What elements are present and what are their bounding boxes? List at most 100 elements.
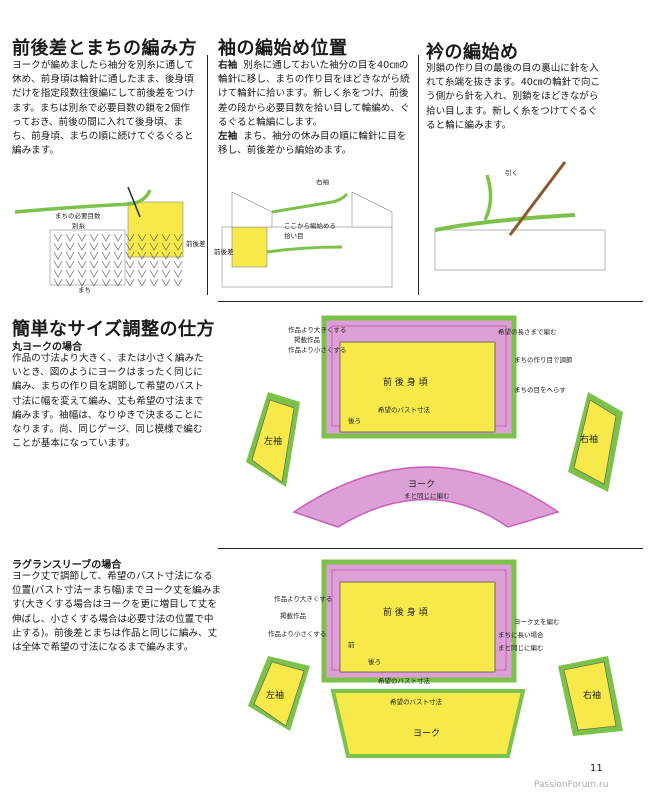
gusset-text: ヨークが編めましたら袖分を別糸に通して休め、前身頃は輪針に通したまま、後身頃だけ… <box>12 60 194 157</box>
knit-stitch <box>89 251 99 260</box>
knit-stitch <box>77 260 87 269</box>
knit-stitch <box>101 251 111 260</box>
watermark: PassionForum.ru <box>534 780 609 790</box>
knit-stitch <box>101 269 111 278</box>
raglan-head: ラグランスリーブの場合 <box>12 560 122 571</box>
knit-stitch <box>89 242 99 251</box>
gusset-label-chain: まちの必要目数 <box>55 211 101 220</box>
gusset-label-diff: 前後差 <box>186 239 206 248</box>
raglan-ann-yoke: ヨーク丈を編む <box>514 617 560 626</box>
knit-stitch <box>113 242 123 251</box>
raglan-body-panel <box>339 581 496 673</box>
round-bust-label: 希望のバスト寸法 <box>378 405 431 414</box>
collar-illustration: 引く <box>434 161 606 271</box>
gusset-green-chain <box>14 189 152 214</box>
knit-stitch <box>149 251 159 260</box>
knit-stitch <box>65 278 75 287</box>
raglan-front-label: 前 <box>348 640 355 649</box>
knit-stitch <box>137 260 147 269</box>
gusset-label-gusset: まち <box>78 286 91 294</box>
knit-stitch <box>173 242 183 251</box>
round-ann-pub: 掲載作品 <box>294 335 320 344</box>
knit-stitch <box>89 260 99 269</box>
raglan-left-label: 左袖 <box>266 689 284 701</box>
knit-stitch <box>53 260 63 269</box>
knit-stitch <box>125 278 135 287</box>
knit-stitch <box>161 251 171 260</box>
sleeve-right-head: 右袖 <box>218 60 238 71</box>
knit-stitch <box>53 233 63 242</box>
divider-2 <box>418 55 419 295</box>
raglan-yoke-shape <box>330 689 526 758</box>
knit-stitch <box>101 278 111 287</box>
knit-stitch <box>137 251 147 260</box>
knit-stitch <box>53 251 63 260</box>
round-right-label: 右袖 <box>580 433 598 445</box>
knit-stitch <box>125 242 135 251</box>
knit-stitch <box>77 269 87 278</box>
raglan-ann-small: 作品より小さくする <box>268 629 326 638</box>
knit-stitch <box>161 269 171 278</box>
knit-stitch <box>101 233 111 242</box>
round-yoke-head: 丸ヨークの場合 <box>12 342 82 353</box>
raglan-ann-big: まちに長い場合 <box>498 630 544 639</box>
sleeve-label-diff: 前後差 <box>214 247 234 256</box>
round-body-panel <box>339 341 496 433</box>
knit-stitch <box>53 269 63 278</box>
knit-stitch <box>65 260 75 269</box>
round-ann-adj: まちの作り目で調節 <box>514 355 573 364</box>
divider-3 <box>218 301 643 302</box>
knit-stitch <box>65 269 75 278</box>
knit-stitch <box>101 242 111 251</box>
knit-stitch <box>53 242 63 251</box>
knit-stitch <box>149 278 159 287</box>
knit-stitch <box>161 260 171 269</box>
collar-green-chain <box>434 213 576 232</box>
knit-stitch <box>137 242 147 251</box>
round-left-sleeve <box>251 399 295 483</box>
raglan-ann-pub: 掲載作品 <box>280 611 306 620</box>
sleeve-illustration: 右袖 ここから編始める 拾い目 前後差 <box>214 177 393 288</box>
sleeve-label-right: 右袖 <box>316 177 330 186</box>
knit-stitch <box>89 269 99 278</box>
sleeve-label-pickup: 拾い目 <box>284 231 304 240</box>
gusset-needle <box>127 186 141 218</box>
round-body-label: 前 後 身 頃 <box>383 376 428 388</box>
round-ann-dec: まちの目をへらす <box>514 386 566 394</box>
sleeve-green-yarn <box>271 192 349 214</box>
size-title: 簡単なサイズ調整の仕方 <box>12 319 215 340</box>
raglan-ann-bust: 希望のバスト寸法 <box>390 697 443 706</box>
knit-stitch <box>137 278 147 287</box>
round-ann-len: 希望の長さまで編む <box>498 327 557 336</box>
knit-stitch <box>173 251 183 260</box>
raglan-bust-label: 希望のバスト寸法 <box>378 676 431 685</box>
collar-text: 別鎖の作り目の最後の目の裏山に針を入れて糸端を抜きます。40㎝の輪針で向こう側か… <box>426 63 601 131</box>
knit-stitch <box>149 260 159 269</box>
divider-1 <box>207 55 208 295</box>
collar-needle <box>508 161 567 236</box>
knit-stitch <box>125 269 135 278</box>
sleeve-left-head: 左袖 <box>218 131 238 143</box>
round-back-label: 後ろ <box>348 416 361 425</box>
round-yoke-shape <box>292 466 560 528</box>
raglan-text: ヨーク丈で調節して、希望のバスト寸法になる位置(バスト寸法ーまち幅)までヨーク丈… <box>12 571 221 654</box>
knit-stitch <box>77 242 87 251</box>
sleeve-right-text: 別糸に通しておいた袖分の目を40㎝の輪針に移し、まちの作り目をほどきながら続けて… <box>218 60 410 128</box>
knit-stitch <box>77 233 87 242</box>
sleeve-yellow-patch <box>231 226 268 268</box>
round-left-label: 左袖 <box>264 435 282 447</box>
raglan-ann-work: 作品より大きくする <box>274 594 332 603</box>
knit-stitch <box>137 233 147 242</box>
knit-stitch <box>149 233 159 242</box>
knit-stitch <box>173 269 183 278</box>
divider-4 <box>218 548 643 549</box>
round-yoke-label: ヨーク <box>408 479 435 490</box>
knit-stitch <box>125 260 135 269</box>
sleeve-text: 右袖 別糸に通しておいた袖分の目を40㎝の輪針に移し、まちの作り目をほどきながら… <box>218 59 412 158</box>
raglan-yoke-label: ヨーク <box>413 728 440 739</box>
raglan-body-label: 前 後 身 頃 <box>383 606 428 618</box>
round-yoke-text: 作品の寸法より大きく、または小さく編みたいとき、図のようにヨークはまったく同じに… <box>12 353 204 450</box>
knit-stitch <box>65 242 75 251</box>
knit-stitch <box>113 269 123 278</box>
round-right-sleeve <box>573 399 617 485</box>
